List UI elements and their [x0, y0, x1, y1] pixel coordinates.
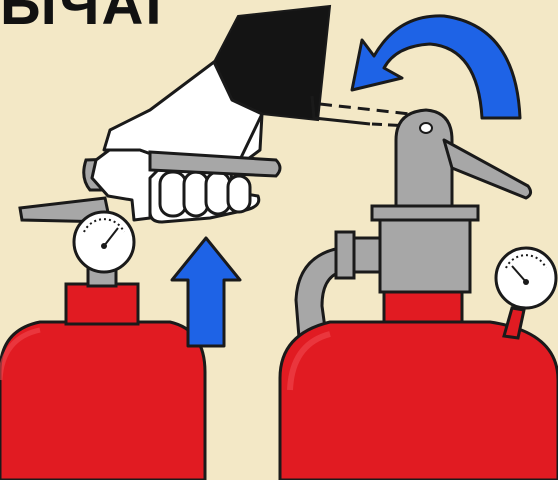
curved-arrow-icon	[352, 16, 520, 118]
left-cylinder-neck	[66, 284, 138, 324]
lever-icon	[444, 140, 531, 198]
lever-ghost	[312, 96, 410, 126]
right-cylinder-body	[280, 322, 558, 480]
pressure-gauge-icon	[74, 212, 134, 272]
right-collar	[384, 292, 462, 322]
left-cylinder-body	[0, 322, 205, 480]
left-lever	[150, 152, 280, 176]
pressure-gauge-icon-right	[496, 248, 556, 308]
hand-icon	[92, 6, 330, 222]
right-valve	[380, 216, 470, 292]
hand-fingers	[160, 172, 250, 216]
right-extinguisher	[280, 110, 558, 480]
